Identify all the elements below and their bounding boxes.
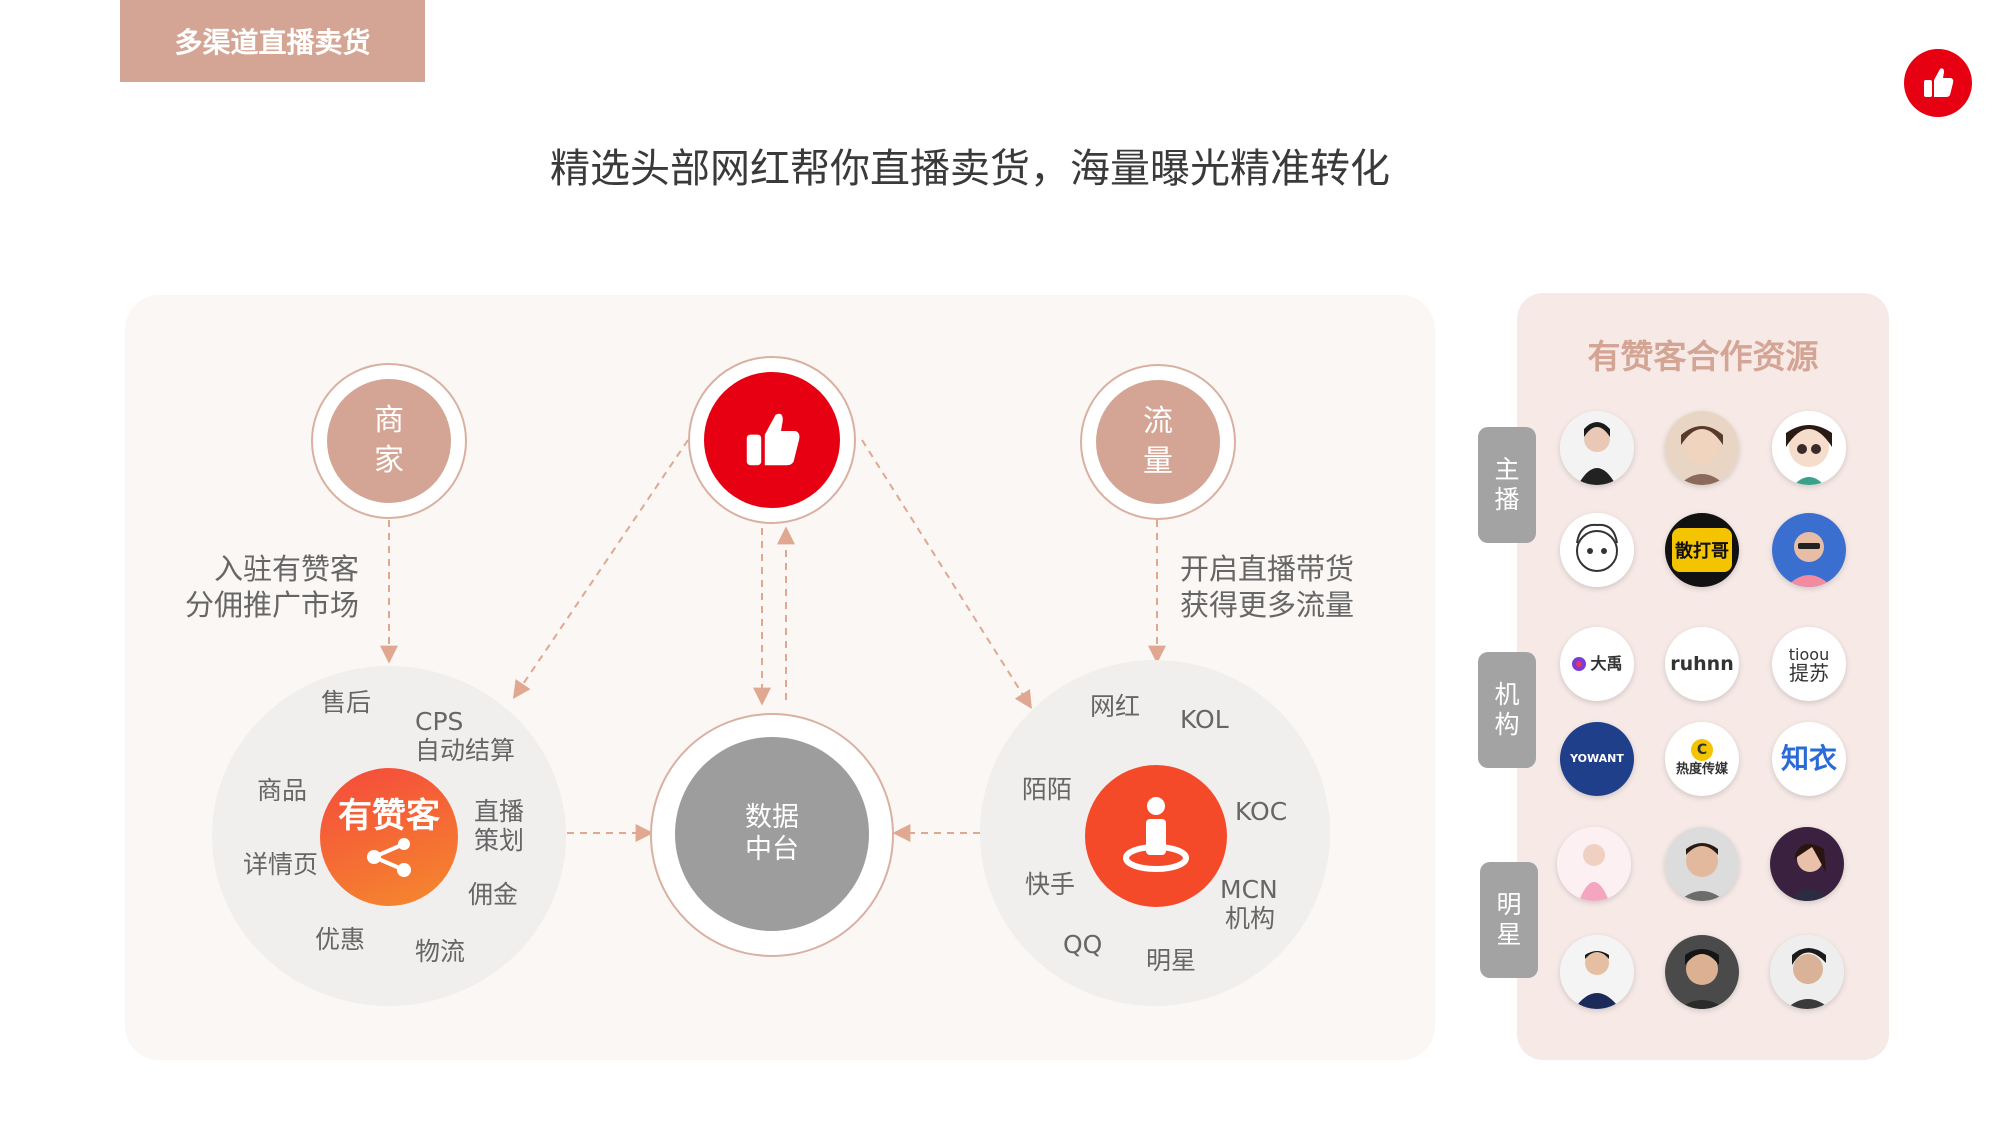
category-agencies: 机 构 — [1478, 652, 1536, 768]
celebrity-avatar — [1770, 935, 1844, 1009]
brand-badge: 有赞客 — [320, 768, 458, 906]
left-item-live: 直播 — [474, 797, 525, 826]
streamer-avatar — [1772, 411, 1846, 485]
merchant-desc-line-1: 入驻有赞客 — [213, 552, 359, 586]
merchant-label-2: 家 — [374, 443, 404, 478]
redu-mark-icon: C — [1691, 739, 1713, 761]
streamer-avatar — [1560, 513, 1634, 587]
streamer-avatar — [1560, 411, 1634, 485]
agency-logo-dayu: 大禹 — [1560, 627, 1634, 701]
traffic-desc-line-2: 获得更多流量 — [1180, 588, 1355, 622]
celebrity-avatar — [1665, 827, 1739, 901]
share-icon — [367, 838, 411, 877]
agency-logo-tisu-latin: tioou — [1788, 645, 1830, 664]
left-item-logistics: 物流 — [415, 937, 466, 966]
merchant-label-1: 商 — [374, 403, 404, 438]
right-item-koc: KOC — [1235, 797, 1288, 826]
agency-logo-ruhnn: ruhnn — [1665, 627, 1739, 701]
resources-title: 有赞客合作资源 — [1587, 337, 1819, 376]
merchant-description: 入驻有赞客 分佣推广市场 — [183, 551, 359, 623]
right-item-mcn: MCN — [1220, 875, 1278, 904]
category-streamers: 主 播 — [1478, 427, 1536, 543]
streamer-logo-badge: 散打哥 — [1665, 513, 1739, 587]
left-item-cps: CPS — [415, 707, 464, 736]
section-tag: 多渠道直播卖货 — [120, 0, 425, 82]
left-item-product: 商品 — [257, 776, 308, 805]
traffic-source-icon — [1085, 765, 1227, 907]
right-item-kuaishou: 快手 — [1025, 870, 1076, 899]
right-item-agency: 机构 — [1225, 904, 1276, 933]
traffic-description: 开启直播带货 获得更多流量 — [1180, 551, 1354, 623]
agency-logo-ruhnn-text: ruhnn — [1670, 653, 1734, 675]
traffic-bubble: 流 量 — [1096, 380, 1220, 504]
dayu-mark-icon — [1572, 657, 1587, 671]
right-item-kol: KOL — [1180, 705, 1229, 734]
traffic-label-1: 流 — [1143, 404, 1173, 439]
brand-name: 有赞客 — [338, 796, 440, 836]
category-celebrities-1: 明 — [1496, 890, 1522, 919]
left-item-discount: 优惠 — [315, 925, 366, 954]
thumbs-up-center-icon — [704, 372, 840, 508]
agency-logo-yowant-text: YOWANT — [1570, 752, 1624, 765]
page-headline: 精选头部网红帮你直播卖货，海量曝光精准转化 — [550, 146, 1390, 192]
left-item-auto-settlement: 自动结算 — [415, 736, 516, 765]
category-streamers-1: 主 — [1494, 455, 1520, 484]
category-agencies-1: 机 — [1494, 680, 1520, 709]
right-item-qq: QQ — [1063, 930, 1103, 959]
data-hub-label-1: 数据 — [745, 802, 799, 833]
agency-logo-zhiyi: 知衣 — [1772, 722, 1846, 796]
traffic-desc-line-1: 开启直播带货 — [1180, 552, 1355, 586]
celebrity-avatar — [1560, 935, 1634, 1009]
right-item-influencer: 网红 — [1090, 692, 1141, 721]
right-item-momo: 陌陌 — [1022, 775, 1073, 804]
left-item-planning: 策划 — [474, 826, 525, 855]
category-celebrities-2: 星 — [1496, 920, 1522, 949]
agency-logo-yowant: YOWANT — [1560, 722, 1634, 796]
data-hub-label-2: 中台 — [745, 834, 799, 865]
agency-logo-dayu-text: 大禹 — [1590, 654, 1623, 673]
merchant-desc-line-2: 分佣推广市场 — [184, 588, 359, 622]
celebrity-avatar — [1770, 827, 1844, 901]
celebrity-avatar — [1665, 935, 1739, 1009]
agency-logo-redu-text: 热度传媒 — [1675, 762, 1728, 777]
streamer-logo-text: 散打哥 — [1672, 528, 1732, 572]
streamer-avatar — [1772, 513, 1846, 587]
traffic-label-2: 量 — [1143, 444, 1173, 479]
data-hub: 数据 中台 — [675, 737, 869, 931]
merchant-bubble: 商 家 — [327, 379, 451, 503]
left-item-detail-page: 详情页 — [243, 850, 319, 879]
agency-logo-redu: C 热度传媒 — [1665, 722, 1739, 796]
agency-logo-zhiyi-text: 知衣 — [1780, 742, 1837, 775]
category-celebrities: 明 星 — [1480, 862, 1538, 978]
right-item-celebrity: 明星 — [1146, 946, 1197, 975]
thumbs-up-logo-icon — [1904, 49, 1972, 117]
agency-logo-tisu-cn: 提苏 — [1789, 661, 1829, 685]
left-item-commission: 佣金 — [468, 880, 519, 909]
left-item-after-sales: 售后 — [321, 688, 372, 717]
celebrity-avatar — [1557, 827, 1631, 901]
agency-logo-tisu: tioou 提苏 — [1772, 627, 1846, 701]
category-agencies-2: 构 — [1494, 710, 1520, 739]
category-streamers-2: 播 — [1494, 485, 1520, 514]
streamer-avatar — [1665, 411, 1739, 485]
